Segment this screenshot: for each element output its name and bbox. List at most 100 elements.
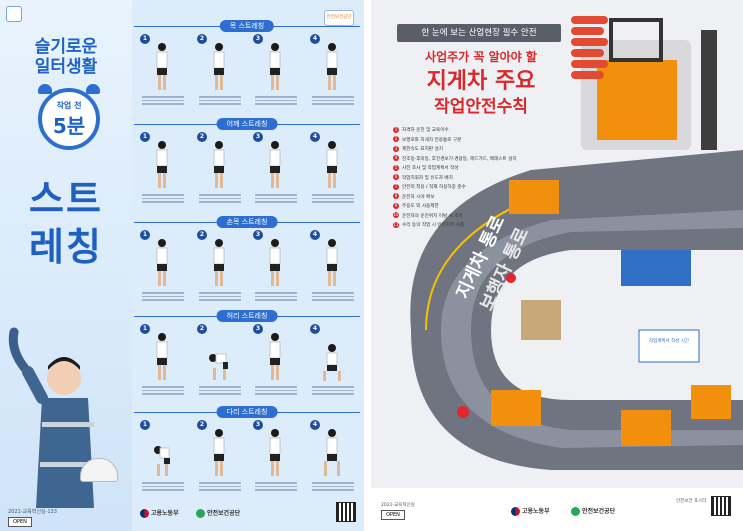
- poster-footer: OPEN 2021-교육혁신실 고용노동부 안전보건공단 안전보건 포스터: [371, 488, 743, 531]
- feature-tag: [571, 49, 604, 57]
- step-number: 1: [140, 324, 150, 334]
- poster-headline-2: 레칭: [29, 225, 103, 269]
- poster-title-line2: 일터생활: [34, 57, 98, 77]
- feature-tag: [571, 27, 604, 35]
- step-number: 4: [310, 420, 320, 430]
- step-number: 3: [253, 420, 263, 430]
- step-number: 3: [253, 324, 263, 334]
- campaign-logo: 안전보건공단: [324, 10, 354, 26]
- step-number: 3: [253, 230, 263, 240]
- step-number: 4: [310, 230, 320, 240]
- ministry-emblem-icon: [511, 507, 520, 516]
- stretch-figure-icon: [326, 141, 338, 188]
- worker-illustration: [8, 327, 96, 508]
- step-number: 1: [140, 34, 150, 44]
- stretch-figure-icon: [324, 429, 340, 476]
- open-license-badge: OPEN: [8, 517, 32, 527]
- section-neck: 목 스트레칭 1 2 3 4: [134, 20, 360, 105]
- section-shoulder: 어깨 스트레칭 1 2 3 4: [134, 118, 360, 203]
- open-license-badge: OPEN: [381, 510, 405, 520]
- poster-footer: 고용노동부 안전보건공단: [134, 500, 360, 526]
- stretching-poster: 슬기로운 일터생활 작업 전 5분 스트 레칭 2021-교육혁신실-133: [0, 0, 364, 531]
- poster-header: 한 눈에 보는 산업현장 필수 안전: [397, 24, 561, 42]
- kosha-emblem-icon: [571, 507, 580, 516]
- poster-code: 2021-교육혁신실-133: [8, 509, 57, 515]
- stretch-figure-icon: [269, 429, 281, 476]
- section-title: 허리 스트레칭: [216, 310, 278, 322]
- stretch-guide-panel: 안전보건공단 목 스트레칭 1 2 3 4 어깨 스트레칭 1 2 3 4: [134, 6, 360, 525]
- section-title: 다리 스트레칭: [216, 406, 278, 418]
- step-number: 3: [253, 132, 263, 142]
- ministry-emblem-icon: [140, 509, 149, 518]
- stretch-figure-icon: [156, 333, 168, 380]
- alarm-clock-icon: 작업 전 5분: [38, 84, 100, 150]
- step-number: 2: [197, 324, 207, 334]
- feature-tags: [571, 16, 631, 82]
- step-number: 1: [140, 132, 150, 142]
- kosha-logo: 안전보건공단: [196, 508, 240, 518]
- stretch-figure-icon: [323, 344, 341, 381]
- stretch-figure-icon: [156, 43, 168, 90]
- section-title: 목 스트레칭: [219, 20, 275, 32]
- forklift-scene-illustration: 작업계획서 작성 시간 지게차 통로 보행자 통로: [371, 0, 743, 488]
- section-legs: 다리 스트레칭 1 2 3 4: [134, 406, 360, 491]
- step-number: 2: [197, 132, 207, 142]
- stretch-figure-icon: [269, 43, 281, 90]
- poster-headline-1: 스트: [29, 177, 103, 221]
- poster-footer-note: 안전보건 포스터: [676, 499, 707, 504]
- stretch-figure-icon: [213, 239, 225, 286]
- stretch-figure-icon: [154, 446, 170, 476]
- poster-title: 지게차 주요: [426, 69, 536, 94]
- ministry-logo: 고용노동부: [140, 508, 179, 518]
- feature-tag: [571, 38, 608, 46]
- step-number: 1: [140, 230, 150, 240]
- poster-title-line1: 슬기로운: [34, 37, 98, 57]
- poster-title-2: 작업안전수칙: [434, 97, 528, 117]
- step-number: 4: [310, 324, 320, 334]
- kosha-emblem-icon: [196, 509, 205, 518]
- clock-minutes: 5분: [52, 114, 86, 138]
- feature-tag: [571, 71, 604, 79]
- badge-icon: [6, 6, 22, 22]
- stretch-figure-icon: [156, 141, 168, 188]
- feature-tag: [571, 60, 608, 68]
- stretch-figure-icon: [269, 333, 281, 380]
- step-number: 2: [197, 230, 207, 240]
- plan-time-label: 작업계획서 작성 시간: [649, 337, 689, 344]
- section-title: 손목 스트레칭: [216, 216, 278, 228]
- stretch-figure-icon: [213, 429, 225, 476]
- section-waist: 허리 스트레칭 1 2 3 4: [134, 310, 360, 395]
- clock-caption: 작업 전: [56, 101, 82, 110]
- kosha-logo: 안전보건공단: [571, 506, 615, 516]
- section-title: 어깨 스트레칭: [216, 118, 278, 130]
- step-number: 1: [140, 420, 150, 430]
- ministry-logo: 고용노동부: [511, 506, 550, 516]
- qr-code-icon: [711, 496, 731, 516]
- stretch-figure-icon: [326, 43, 338, 90]
- stretch-figure-icon: [269, 141, 281, 188]
- forklift-safety-poster: 작업계획서 작성 시간 지게차 통로 보행자 통로 한 눈에 보는 산업현장 필…: [371, 0, 743, 531]
- hard-hat-icon: [80, 458, 118, 482]
- section-wrist: 손목 스트레칭 1 2 3 4: [134, 216, 360, 301]
- poster-subtitle: 사업주가 꼭 알아야 할: [425, 50, 537, 64]
- stretch-figure-icon: [156, 239, 168, 286]
- stretch-figure-icon: [209, 353, 228, 380]
- clock-bell-left: [38, 84, 52, 94]
- poster-left-sidebar: 슬기로운 일터생활 작업 전 5분 스트 레칭 2021-교육혁신실-133: [0, 0, 132, 531]
- step-number: 2: [197, 34, 207, 44]
- stretch-figure-icon: [326, 239, 338, 286]
- step-number: 3: [253, 34, 263, 44]
